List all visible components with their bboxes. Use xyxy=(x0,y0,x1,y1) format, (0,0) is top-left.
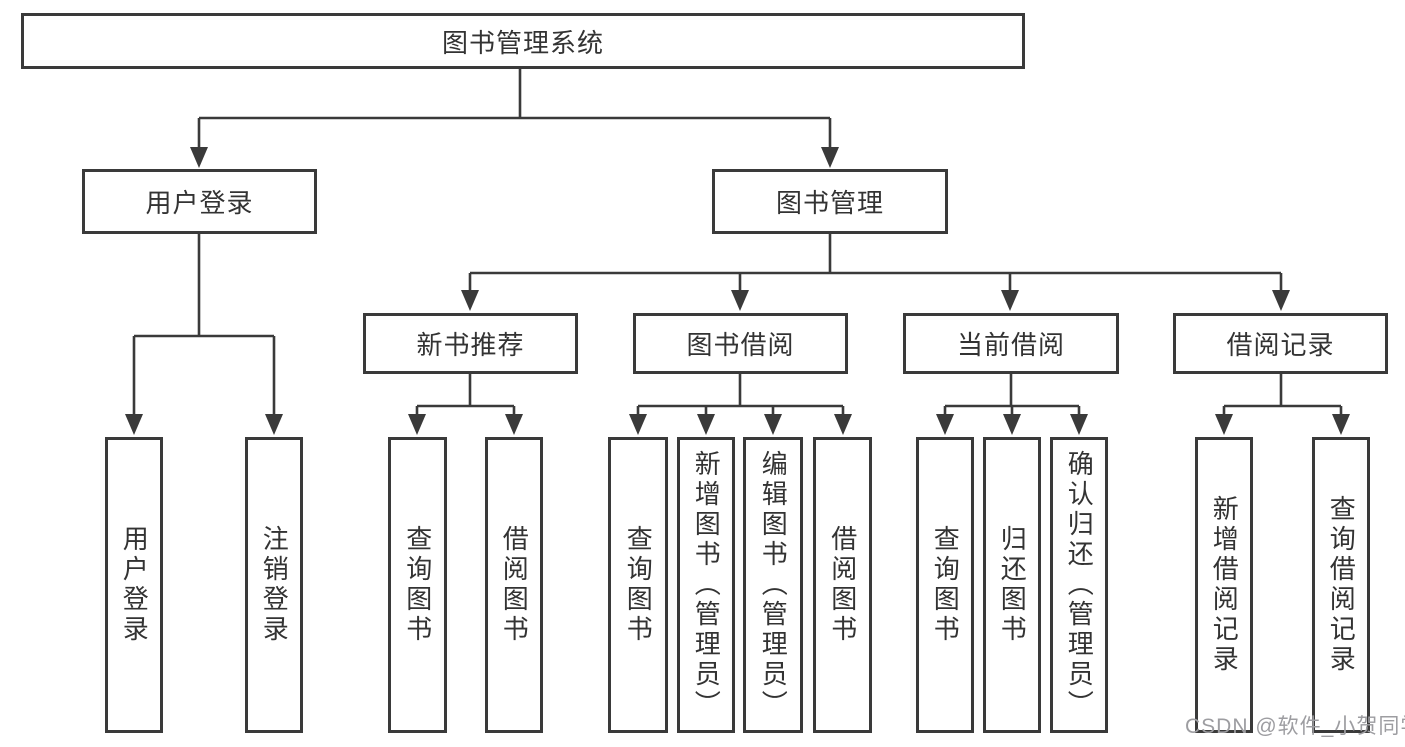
node-label: 借阅记录 xyxy=(1226,330,1335,360)
node-borrowing-records: 借阅记录 xyxy=(1173,313,1388,374)
node-label: 用户登录 xyxy=(145,188,254,218)
node-label: 新书推荐 xyxy=(416,330,525,360)
node-library-management-system: 图书管理系统 xyxy=(21,13,1025,69)
node-label: 查询图书 xyxy=(930,525,961,645)
node-label: 查询借阅记录 xyxy=(1326,495,1357,675)
node-query-books-current: 查询图书 xyxy=(916,437,974,733)
node-label: 确认归还（管理员） xyxy=(1064,450,1095,720)
node-label: 查询图书 xyxy=(402,525,433,645)
node-query-books-borrow: 查询图书 xyxy=(608,437,668,733)
node-label: 新增借阅记录 xyxy=(1209,495,1240,675)
node-label: 注销登录 xyxy=(259,525,290,645)
node-borrow-books: 借阅图书 xyxy=(813,437,872,733)
node-edit-books-admin: 编辑图书（管理员） xyxy=(743,437,803,733)
node-label: 用户登录 xyxy=(119,525,150,645)
node-label: 借阅图书 xyxy=(827,525,858,645)
node-book-management: 图书管理 xyxy=(712,169,948,234)
node-label: 编辑图书（管理员） xyxy=(758,450,789,720)
node-user-login: 用户登录 xyxy=(82,169,317,234)
node-label: 借阅图书 xyxy=(499,525,530,645)
node-new-book-recommendation: 新书推荐 xyxy=(363,313,578,374)
node-confirm-return-admin: 确认归还（管理员） xyxy=(1050,437,1108,733)
node-borrow-books-recommend: 借阅图书 xyxy=(485,437,543,733)
node-label: 图书借阅 xyxy=(686,330,795,360)
node-label: 归还图书 xyxy=(997,525,1028,645)
node-query-books-recommend: 查询图书 xyxy=(388,437,447,733)
node-label: 新增图书（管理员） xyxy=(691,450,722,720)
node-add-books-admin: 新增图书（管理员） xyxy=(677,437,735,733)
node-user-login-action: 用户登录 xyxy=(105,437,163,733)
node-return-books: 归还图书 xyxy=(983,437,1041,733)
node-query-borrow-record: 查询借阅记录 xyxy=(1312,437,1370,733)
node-label: 图书管理系统 xyxy=(441,27,604,58)
node-current-borrowing: 当前借阅 xyxy=(903,313,1119,374)
node-logout: 注销登录 xyxy=(245,437,303,733)
node-label: 查询图书 xyxy=(623,525,654,645)
node-label: 图书管理 xyxy=(775,188,884,218)
node-label: 当前借阅 xyxy=(956,330,1065,360)
csdn-watermark: CSDN @软件_小贺同学 xyxy=(1185,715,1405,738)
node-add-borrow-record: 新增借阅记录 xyxy=(1195,437,1253,733)
node-book-borrowing: 图书借阅 xyxy=(633,313,848,374)
